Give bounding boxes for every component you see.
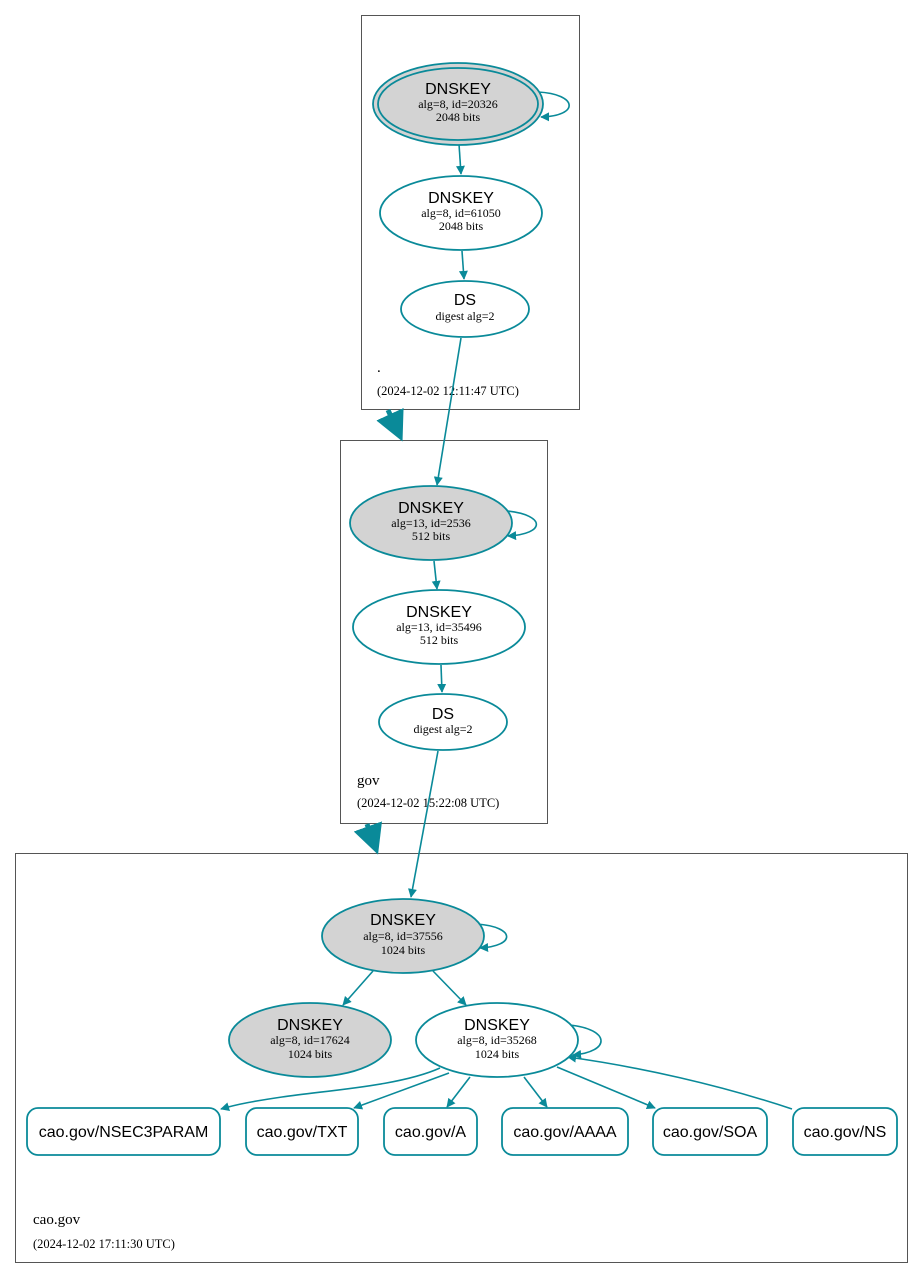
node-cao-key2-line1: alg=8, id=17624 [270,1033,350,1047]
node-gov-ksk: DNSKEY alg=13, id=2536 512 bits [349,485,513,561]
edge-zsk-txt [353,1072,450,1110]
rrset-ns: cao.gov/NS [792,1107,898,1156]
rrset-nsec3param-label: cao.gov/NSEC3PARAM [39,1124,209,1141]
zone-cao-gov-date: (2024-12-02 17:11:30 UTC) [33,1237,175,1251]
node-gov-zsk-line2: 512 bits [420,633,459,647]
node-root-zsk-line2: 2048 bits [439,219,484,233]
zone-root-name: . [377,360,381,376]
delegation-arrow-root-gov [376,407,404,442]
zone-root-box [361,15,580,410]
zone-root-date: (2024-12-02 12:11:47 UTC) [377,384,519,398]
node-root-zsk-title: DNSKEY [428,190,494,207]
node-gov-ds-line1: digest alg=2 [413,722,472,736]
self-loop-gov-ksk [506,510,538,541]
rrset-a: cao.gov/A [383,1107,478,1156]
node-root-zsk: DNSKEY alg=8, id=61050 2048 bits [379,175,543,251]
node-cao-key2: DNSKEY alg=8, id=17624 1024 bits [228,1002,392,1078]
edge-root-zsk-ds [458,250,468,280]
edge-zsk-nsec3param [220,1067,441,1112]
node-gov-ds: DS digest alg=2 [378,693,508,751]
rrset-nsec3param: cao.gov/NSEC3PARAM [26,1107,221,1156]
self-loop-cao-zsk [568,1024,602,1059]
node-root-ds-title: DS [454,292,476,309]
rrset-a-label: cao.gov/A [395,1124,466,1141]
node-root-ds: DS digest alg=2 [400,280,530,338]
edge-gov-zsk-ds [437,664,447,693]
node-gov-ksk-title: DNSKEY [398,500,464,517]
edge-root-ds-gov-ksk [433,337,462,486]
node-cao-ksk-line1: alg=8, id=37556 [363,929,443,943]
rrset-ns-label: cao.gov/NS [804,1124,887,1141]
rrset-soa-label: cao.gov/SOA [663,1124,758,1141]
node-cao-ksk-title: DNSKEY [370,912,436,929]
node-gov-zsk: DNSKEY alg=13, id=35496 512 bits [352,589,526,665]
edge-cao-ksk-zsk [432,970,467,1006]
node-root-zsk-line1: alg=8, id=61050 [421,206,501,220]
edge-gov-ksk-zsk [431,560,441,590]
self-loop-root-ksk [537,91,570,122]
node-gov-ds-title: DS [432,706,454,723]
node-gov-zsk-title: DNSKEY [406,604,472,621]
node-cao-ksk: DNSKEY alg=8, id=37556 1024 bits [321,898,485,974]
edge-ns-zsk [567,1053,793,1110]
edge-cao-ksk-key2 [342,970,374,1006]
rrset-txt-label: cao.gov/TXT [257,1124,348,1141]
zone-cao-gov-name: cao.gov [33,1212,81,1228]
rrset-aaaa-label: cao.gov/AAAA [513,1124,617,1141]
rrset-soa: cao.gov/SOA [652,1107,768,1156]
node-cao-key2-line2: 1024 bits [288,1047,333,1061]
edge-zsk-soa [556,1066,656,1110]
self-loop-cao-ksk [476,923,508,953]
node-cao-zsk-line2: 1024 bits [475,1047,520,1061]
zone-gov-name: gov [357,773,380,789]
edge-zsk-aaaa [523,1076,548,1108]
node-cao-zsk-title: DNSKEY [464,1017,530,1034]
node-root-ds-line1: digest alg=2 [435,309,494,323]
node-root-ksk-title: DNSKEY [425,81,491,98]
edge-root-ksk-zsk [455,143,465,175]
zone-cao-gov-box [15,853,908,1263]
node-cao-key2-title: DNSKEY [277,1017,343,1034]
node-gov-ksk-line2: 512 bits [412,529,451,543]
node-gov-ksk-line1: alg=13, id=2536 [391,516,471,530]
rrset-aaaa: cao.gov/AAAA [501,1107,629,1156]
node-root-ksk: DNSKEY alg=8, id=20326 2048 bits [372,62,544,146]
edge-gov-ds-cao-ksk [408,750,439,898]
node-cao-ksk-line2: 1024 bits [381,943,426,957]
node-root-ksk-line2: 2048 bits [436,110,481,124]
edge-zsk-a [446,1076,471,1108]
delegation-arrow-gov-cao [353,821,382,855]
node-root-ksk-line1: alg=8, id=20326 [418,97,498,111]
node-cao-zsk: DNSKEY alg=8, id=35268 1024 bits [415,1002,579,1078]
node-gov-zsk-line1: alg=13, id=35496 [396,620,482,634]
rrset-txt: cao.gov/TXT [245,1107,359,1156]
node-cao-zsk-line1: alg=8, id=35268 [457,1033,537,1047]
